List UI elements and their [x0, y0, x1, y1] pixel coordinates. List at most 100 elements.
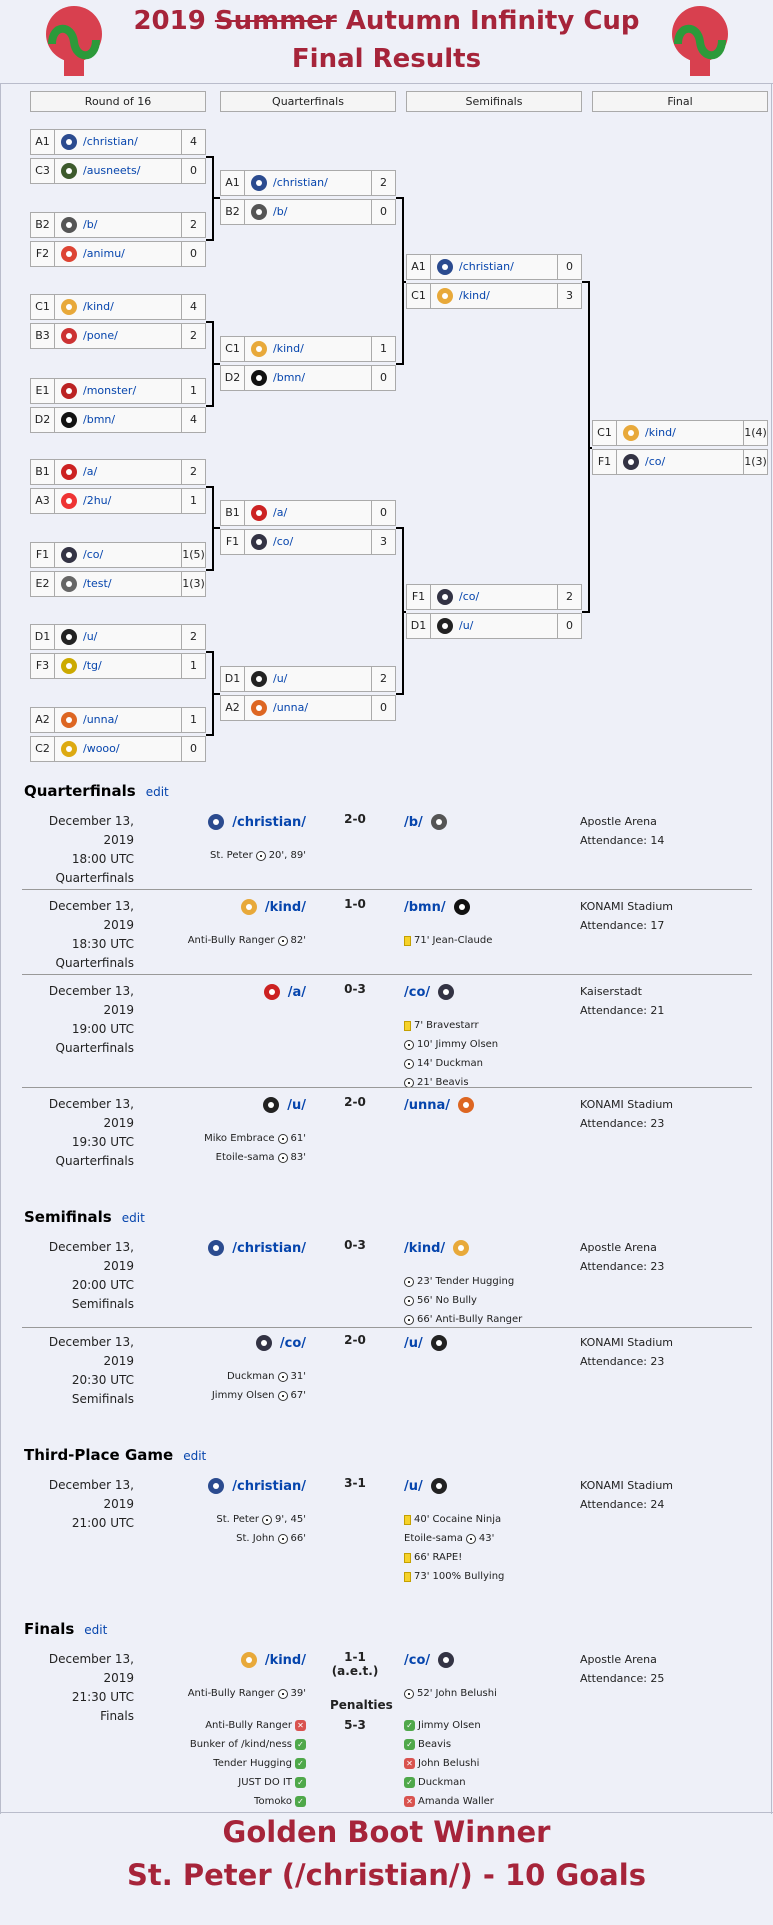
penalty-scored-icon: ✓ [295, 1796, 306, 1807]
penalty-scored-icon: ✓ [295, 1758, 306, 1769]
edit-link[interactable]: edit [84, 1623, 108, 1637]
team-name[interactable]: /pone/ [83, 329, 118, 342]
bracket-team-row[interactable]: D1/u/0 [406, 613, 582, 639]
bracket-team-row[interactable]: A1/christian/4 [30, 129, 206, 155]
team-name[interactable]: /animu/ [83, 247, 125, 260]
team-score: 0 [181, 159, 205, 183]
bracket-team-row[interactable]: A2/unna/1 [30, 707, 206, 733]
team-name[interactable]: /b/ [273, 205, 288, 218]
team-name[interactable]: /u/ [459, 619, 474, 632]
team-name[interactable]: /christian/ [83, 135, 138, 148]
bracket-team-row[interactable]: F3/tg/1 [30, 653, 206, 679]
bracket-team-row[interactable]: D1/u/2 [220, 666, 396, 692]
bracket-team-row[interactable]: F2/animu/0 [30, 241, 206, 267]
away-team[interactable]: /co/ [404, 982, 456, 1002]
bracket-team-row[interactable]: A1/christian/2 [220, 170, 396, 196]
bracket-team-row[interactable]: C1/kind/1 [220, 336, 396, 362]
team-name[interactable]: /kind/ [273, 342, 304, 355]
home-team[interactable]: /christian/ [206, 812, 306, 832]
team-name[interactable]: /ausneets/ [83, 164, 141, 177]
edit-link[interactable]: edit [121, 1211, 145, 1225]
home-team[interactable]: /christian/ [206, 1238, 306, 1258]
bracket-team-row[interactable]: B3/pone/2 [30, 323, 206, 349]
bracket-team-row[interactable]: B1/a/0 [220, 500, 396, 526]
team-name[interactable]: /kind/ [83, 300, 114, 313]
yellow-card-icon [404, 1571, 411, 1582]
team-score: 2 [371, 667, 395, 691]
bracket-team-row[interactable]: D1/u/2 [30, 624, 206, 650]
bracket-team-row[interactable]: A2/unna/0 [220, 695, 396, 721]
home-team[interactable]: /christian/ [206, 1476, 306, 1496]
team-name[interactable]: /unna/ [273, 701, 309, 714]
team-name[interactable]: /wooo/ [83, 742, 120, 755]
team-score: 1 [181, 708, 205, 732]
home-team[interactable]: /co/ [254, 1333, 306, 1353]
away-team[interactable]: /co/ [404, 1650, 456, 1670]
team-name[interactable]: /kind/ [645, 426, 676, 439]
team-name[interactable]: /a/ [273, 506, 288, 519]
bracket-team-row[interactable]: B2/b/0 [220, 199, 396, 225]
bracket-team-row[interactable]: F1/co/1(5) [30, 542, 206, 568]
away-team[interactable]: /bmn/ [404, 897, 472, 917]
home-team[interactable]: /a/ [262, 982, 306, 1002]
team-name[interactable]: /test/ [83, 577, 112, 590]
team-name[interactable]: /bmn/ [273, 371, 306, 384]
team-name[interactable]: /unna/ [83, 713, 119, 726]
bracket-team-row[interactable]: E1/monster/1 [30, 378, 206, 404]
team-name[interactable]: /christian/ [273, 176, 328, 189]
team-name[interactable]: /b/ [83, 218, 98, 231]
away-team[interactable]: /u/ [404, 1333, 449, 1353]
bracket-team-row[interactable]: E2/test/1(3) [30, 571, 206, 597]
bracket-team-row[interactable]: C1/kind/4 [30, 294, 206, 320]
team-name[interactable]: /christian/ [459, 260, 514, 273]
away-team[interactable]: /unna/ [404, 1095, 476, 1115]
away-team[interactable]: /kind/ [404, 1238, 471, 1258]
edit-link[interactable]: edit [183, 1449, 207, 1463]
team-name[interactable]: /co/ [83, 548, 104, 561]
bracket-team-row[interactable]: C1/kind/1(4) [592, 420, 768, 446]
bracket-team-row[interactable]: D2/bmn/0 [220, 365, 396, 391]
bracket-team-row[interactable]: B2/b/2 [30, 212, 206, 238]
team-name[interactable]: /co/ [645, 455, 666, 468]
team-name[interactable]: /bmn/ [83, 413, 116, 426]
away-event: 10'Jimmy Olsen [404, 1039, 498, 1050]
bracket-team-row[interactable]: B1/a/2 [30, 459, 206, 485]
seed: B1 [221, 501, 245, 525]
bracket-team-row[interactable]: A3/2hu/1 [30, 488, 206, 514]
team-name[interactable]: /tg/ [83, 659, 102, 672]
bracket-team-row[interactable]: A1/christian/0 [406, 254, 582, 280]
bracket-team-row[interactable]: D2/bmn/4 [30, 407, 206, 433]
team-crest-icon [59, 462, 79, 482]
away-event: 52'John Belushi [404, 1688, 497, 1699]
away-team[interactable]: /u/ [404, 1476, 449, 1496]
home-penalty: Anti-Bully Ranger✕ [205, 1720, 306, 1731]
team-name[interactable]: /co/ [459, 590, 480, 603]
team-name[interactable]: /u/ [273, 672, 288, 685]
seed: B2 [221, 200, 245, 224]
team-name[interactable]: /co/ [273, 535, 294, 548]
bracket-team-row[interactable]: C3/ausneets/0 [30, 158, 206, 184]
team-name[interactable]: /monster/ [83, 384, 137, 397]
bracket-team-row[interactable]: F1/co/3 [220, 529, 396, 555]
home-team[interactable]: /kind/ [239, 1650, 306, 1670]
round-header: Semifinals [406, 91, 582, 112]
team-name[interactable]: /kind/ [459, 289, 490, 302]
seed: A1 [31, 130, 55, 154]
team-name[interactable]: /u/ [83, 630, 98, 643]
bracket-team-row[interactable]: C2/wooo/0 [30, 736, 206, 762]
bracket-team-row[interactable]: F1/co/2 [406, 584, 582, 610]
home-team[interactable]: /u/ [261, 1095, 306, 1115]
team-score: 4 [181, 295, 205, 319]
team-name[interactable]: /2hu/ [83, 494, 112, 507]
team-name[interactable]: /a/ [83, 465, 98, 478]
home-team[interactable]: /kind/ [239, 897, 306, 917]
away-team[interactable]: /b/ [404, 812, 449, 832]
bracket-team-row[interactable]: F1/co/1(3) [592, 449, 768, 475]
penalty-missed-icon: ✕ [404, 1758, 415, 1769]
team-score: 2 [181, 213, 205, 237]
bracket-team-row[interactable]: C1/kind/3 [406, 283, 582, 309]
edit-link[interactable]: edit [145, 785, 169, 799]
